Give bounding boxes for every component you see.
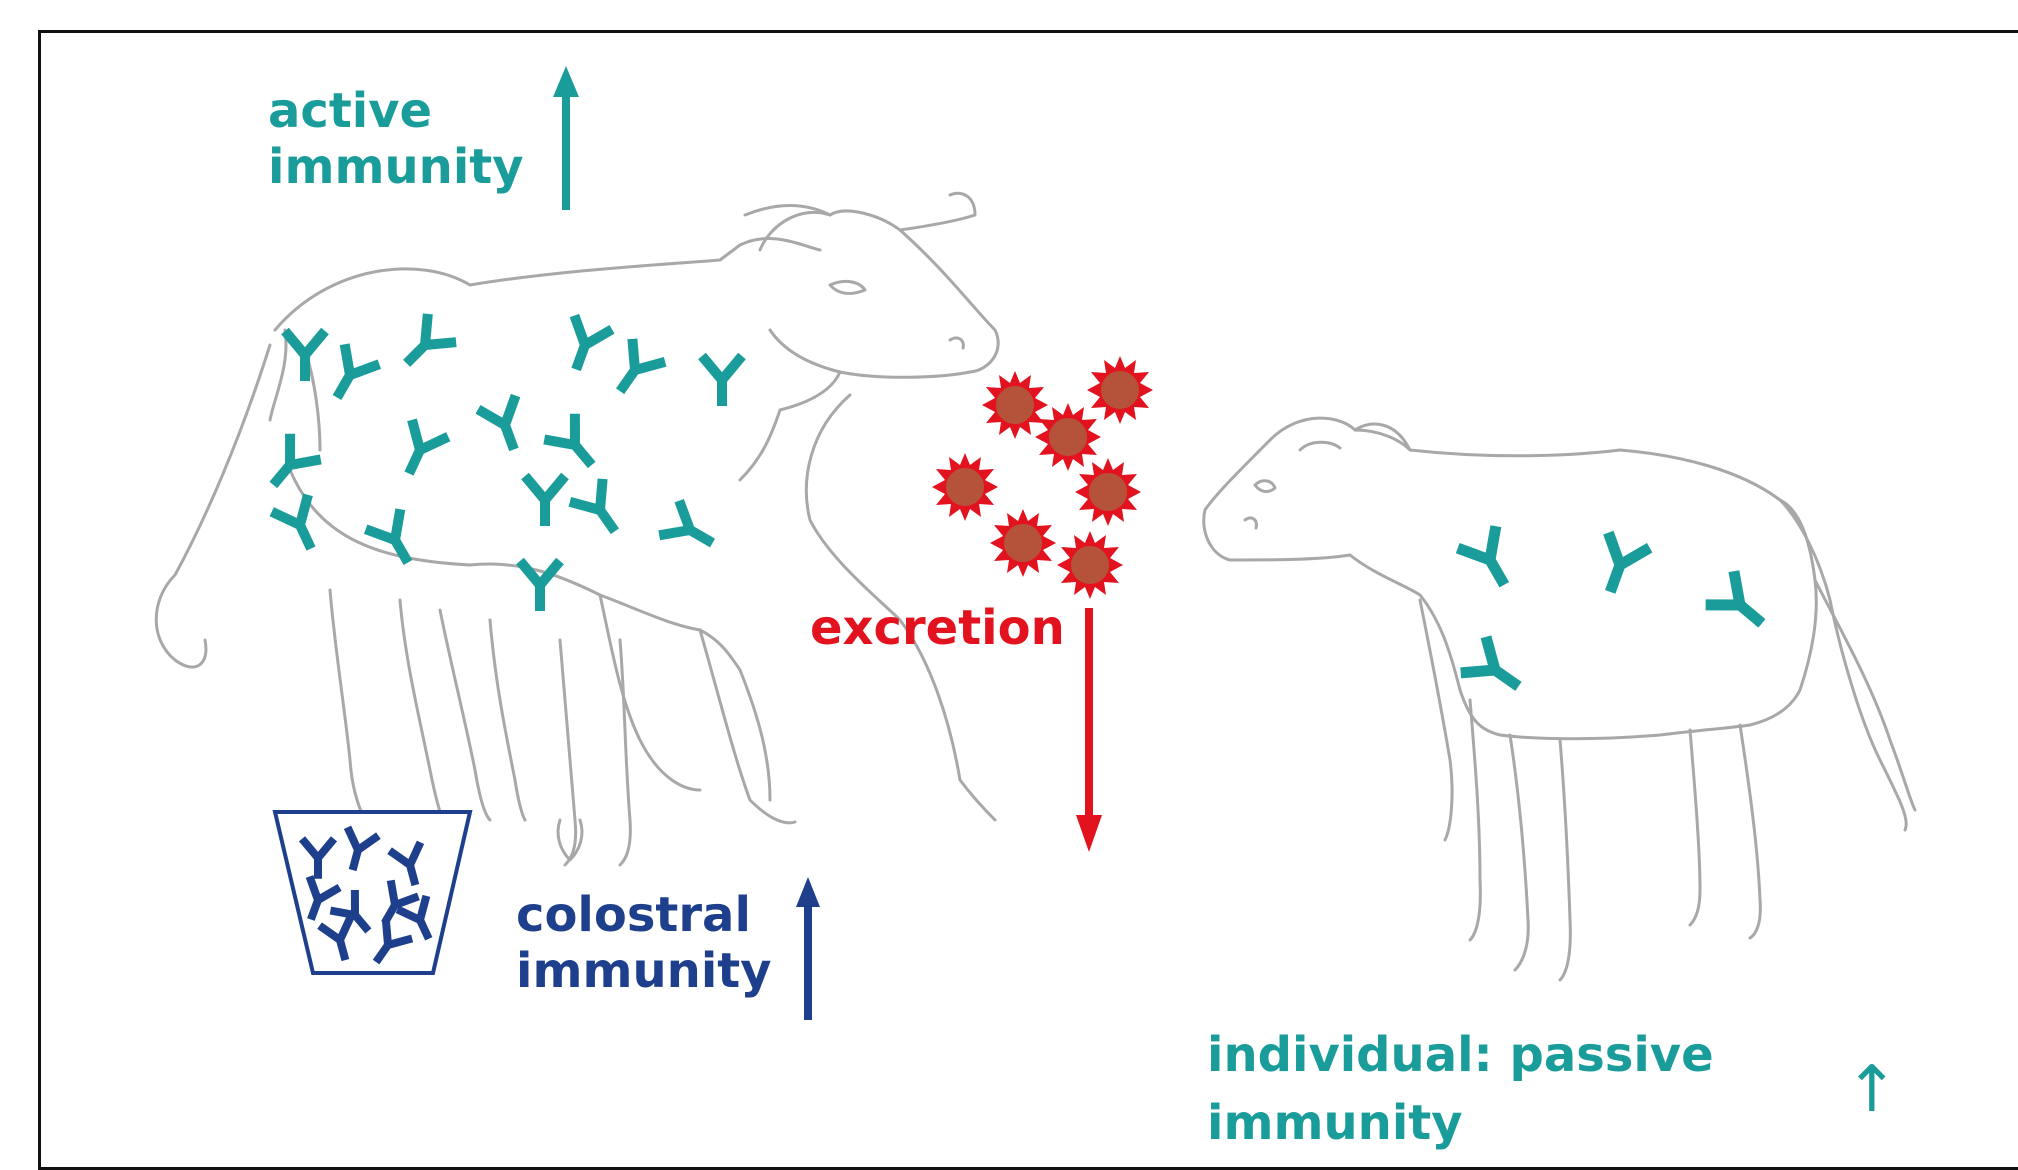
antibodies-cow xyxy=(258,314,742,611)
antibody-icon xyxy=(544,414,607,478)
antibody-icon xyxy=(272,495,329,557)
antibody-icon xyxy=(520,561,560,611)
antibody-icon xyxy=(366,509,426,572)
antibody-icon xyxy=(557,316,612,377)
passive-immunity-line2: immunity xyxy=(1207,1089,1714,1157)
antibody-icon xyxy=(392,314,456,378)
colostral-immunity-up-arrow-icon xyxy=(796,877,820,1020)
colostral-immunity-label: colostral immunity xyxy=(516,887,772,999)
colostrum-bucket-icon xyxy=(275,812,470,973)
passive-immunity-line1: individual: passive xyxy=(1207,1021,1714,1089)
pathogen-icon xyxy=(1087,356,1153,424)
pathogen-icon xyxy=(990,509,1056,577)
passive-immunity-label: individual: passive immunity xyxy=(1207,1021,1714,1157)
antibodies-calf xyxy=(1458,526,1776,704)
active-immunity-line2: immunity xyxy=(268,139,524,195)
colostral-immunity-line2: immunity xyxy=(516,943,772,999)
antibody-icon xyxy=(1461,637,1531,705)
antibody-icon xyxy=(525,476,565,526)
antibody-icon xyxy=(570,479,631,543)
antibody-icon xyxy=(659,501,722,561)
colostral-immunity-line1: colostral xyxy=(516,887,772,943)
antibody-icon xyxy=(1706,571,1776,640)
pathogen-icon xyxy=(982,371,1048,439)
antibody-icon xyxy=(1458,526,1524,596)
antibody-icon xyxy=(702,356,742,406)
cow-outline xyxy=(156,193,998,865)
antibody-icon xyxy=(1590,533,1650,600)
active-immunity-line1: active xyxy=(268,83,524,139)
passive-immunity-up-arrow-icon: ↑ xyxy=(1845,1058,1899,1122)
antibody-icon xyxy=(391,420,448,482)
pathogen-icon xyxy=(1057,531,1123,599)
antibody-icon xyxy=(478,396,533,457)
antibody-icon xyxy=(285,331,325,381)
antibody-icon xyxy=(258,434,321,498)
pathogen-icon xyxy=(932,453,998,521)
active-immunity-label: active immunity xyxy=(268,83,524,195)
antibody-icon xyxy=(604,339,665,403)
pathogen-icon xyxy=(1035,403,1101,471)
calf-outline xyxy=(1204,418,1915,980)
antibody-icon xyxy=(320,344,380,407)
active-immunity-up-arrow-icon xyxy=(553,66,579,210)
excretion-label: excretion xyxy=(810,600,1065,656)
excretion-down-arrow-icon xyxy=(1076,608,1102,852)
pathogen-icon xyxy=(1075,458,1141,526)
pathogens xyxy=(932,356,1153,599)
